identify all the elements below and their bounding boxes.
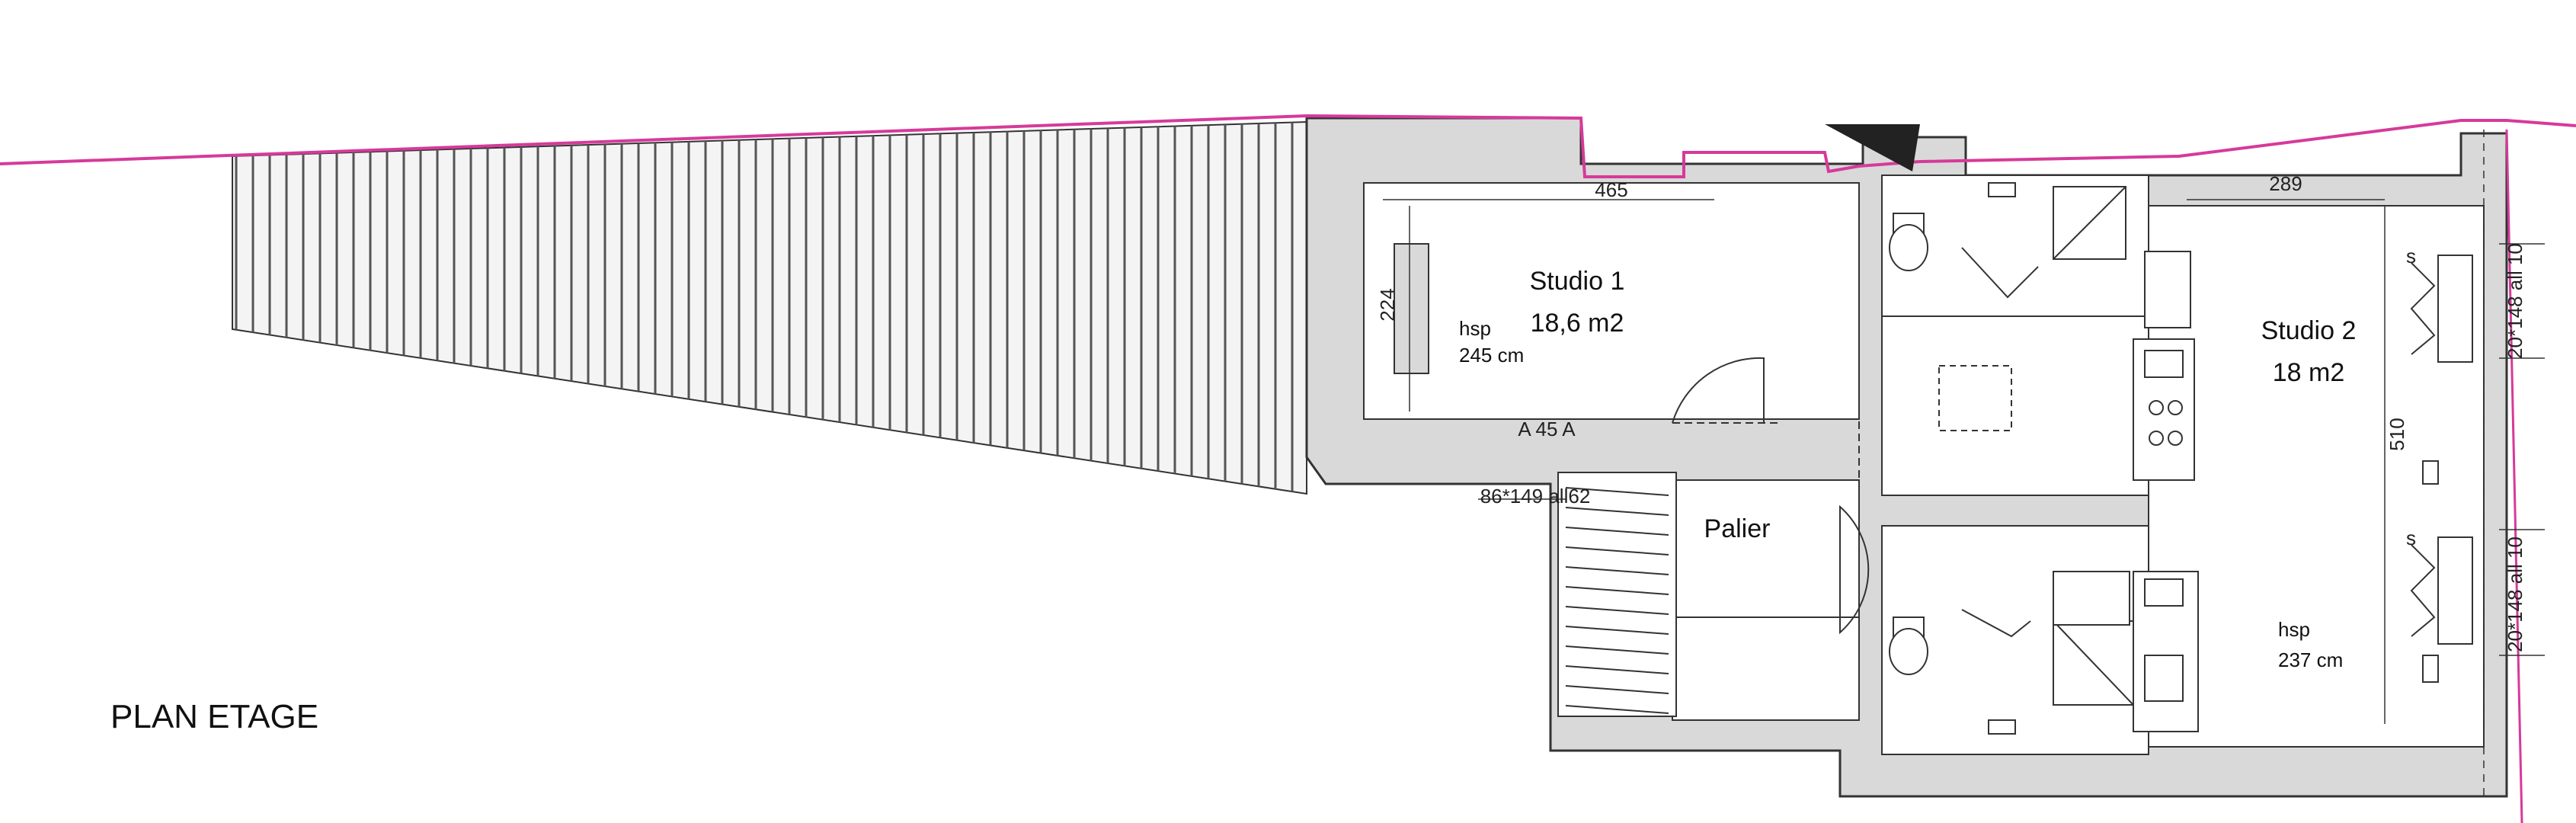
dim-studio2-width: 289 <box>2269 172 2302 195</box>
stair-step <box>1565 645 1669 655</box>
palier-name: Palier <box>1704 514 1771 543</box>
stair-step <box>1565 586 1669 595</box>
windows-right <box>2410 255 2473 683</box>
studio1-name: Studio 1 <box>1530 267 1625 296</box>
staircase <box>1565 487 1669 714</box>
studio2-hsp-value: 237 cm <box>2278 648 2343 671</box>
studio2-area: 18 m2 <box>2273 358 2345 387</box>
doors <box>1672 324 1870 635</box>
stair-step <box>1565 626 1669 635</box>
hatched-terrace <box>232 120 1307 495</box>
kitchenette-studio2-bottom <box>2133 571 2199 732</box>
dimension-lines <box>1383 130 2545 796</box>
wall-notch <box>1825 124 1920 171</box>
stair-step <box>1565 665 1669 674</box>
dim-window-small: A 45 A <box>1518 418 1576 440</box>
wc-top <box>1889 182 2126 299</box>
wc-bottom <box>1889 571 2134 735</box>
sill-bottom: s <box>2406 527 2416 549</box>
stair-step <box>1565 566 1669 575</box>
stair-step <box>1565 507 1669 516</box>
stair-step <box>1565 527 1669 536</box>
studio1-hsp-label: hsp <box>1459 317 1491 340</box>
studio1-area: 18,6 m2 <box>1531 309 1624 338</box>
kitchenette-studio2-top <box>2133 251 2195 481</box>
dim-window-right-bottom: 20*148 all 10 <box>2504 536 2526 652</box>
studio1-hsp-value: 245 cm <box>1459 344 1524 367</box>
dashed-square <box>1938 365 2012 431</box>
stair-step <box>1565 685 1669 694</box>
stair-step <box>1565 546 1669 556</box>
stair-step <box>1565 606 1669 615</box>
plan-title: PLAN ETAGE <box>110 698 318 735</box>
dim-studio1-depth: 224 <box>1376 288 1399 321</box>
property-line-right <box>2505 129 2523 823</box>
dim-studio2-depth: 510 <box>2386 418 2408 450</box>
hatch-lines <box>235 122 1294 492</box>
dim-studio1-width: 465 <box>1595 178 1627 201</box>
sill-top: s <box>2406 245 2416 267</box>
dim-window-right-top: 20*148 all 10 <box>2504 243 2526 359</box>
studio2-name: Studio 2 <box>2261 316 2357 345</box>
dim-window-front: 86*149 all62 <box>1480 485 1591 508</box>
stair-step <box>1565 487 1669 496</box>
stair-step <box>1565 705 1669 714</box>
property-line <box>0 114 2576 178</box>
studio2-hsp-label: hsp <box>2278 618 2310 641</box>
